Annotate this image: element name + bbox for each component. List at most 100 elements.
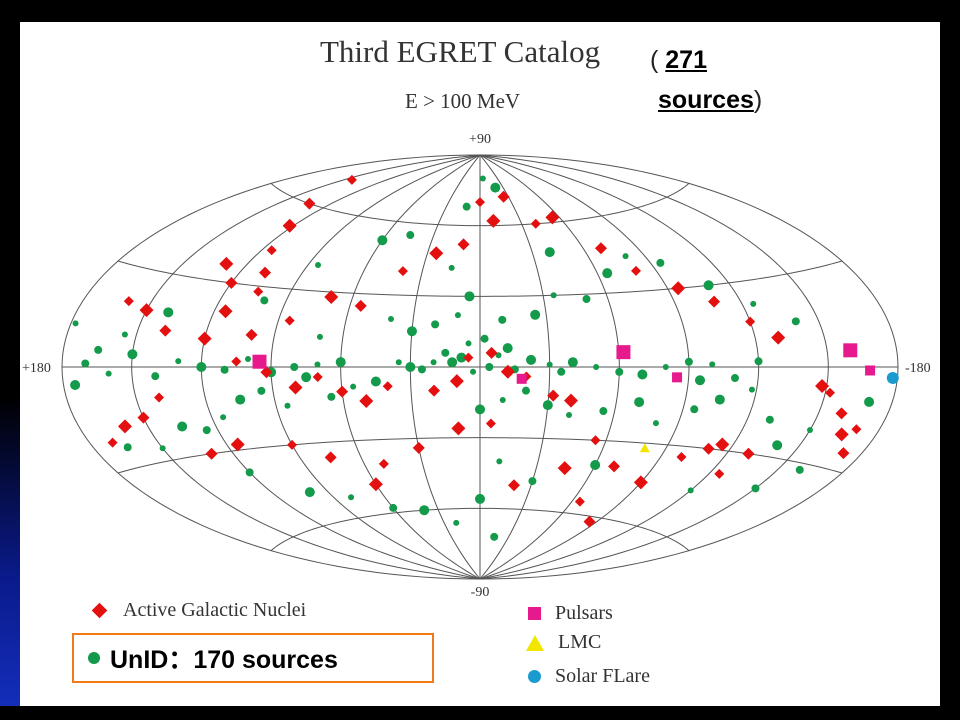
unid-point bbox=[656, 258, 665, 267]
agn-point bbox=[547, 389, 560, 402]
unid-point bbox=[593, 364, 600, 370]
agn-point bbox=[218, 304, 233, 319]
agn-point bbox=[382, 381, 393, 392]
agn-point bbox=[449, 374, 464, 389]
unid-point bbox=[387, 315, 394, 322]
unid-point bbox=[662, 364, 669, 370]
unid-point bbox=[750, 300, 757, 307]
lmc-point bbox=[639, 443, 650, 453]
legend-solar: Solar FLare bbox=[528, 665, 650, 688]
unid-point bbox=[245, 468, 254, 477]
unid-point bbox=[389, 503, 398, 512]
unid-point bbox=[499, 397, 506, 404]
unid-point bbox=[72, 320, 79, 327]
unid-point bbox=[521, 386, 530, 395]
agn-point bbox=[500, 364, 515, 379]
agn-point bbox=[530, 218, 541, 229]
unid-point bbox=[542, 400, 553, 411]
unid-point bbox=[301, 372, 312, 383]
agn-point bbox=[485, 346, 498, 359]
agn-point bbox=[815, 378, 830, 393]
triangle-icon bbox=[526, 634, 544, 651]
agn-point bbox=[117, 419, 132, 434]
unid-point bbox=[754, 357, 763, 366]
unid-point bbox=[602, 268, 613, 279]
unid-point bbox=[105, 370, 112, 377]
agn-point bbox=[851, 424, 862, 435]
unid-point bbox=[694, 375, 705, 386]
unid-point bbox=[245, 355, 252, 362]
unid-point bbox=[121, 331, 128, 338]
frame-bottom bbox=[0, 706, 960, 720]
agn-point bbox=[230, 437, 245, 452]
agn-point bbox=[631, 265, 642, 276]
agn-point bbox=[312, 372, 323, 383]
agn-point bbox=[633, 475, 648, 490]
unid-point bbox=[314, 361, 321, 368]
agn-point bbox=[107, 437, 118, 448]
agn-point bbox=[139, 303, 154, 318]
unid-point bbox=[502, 343, 513, 354]
count-word: sources bbox=[658, 86, 754, 114]
unid-point bbox=[599, 407, 608, 416]
pulsar-point bbox=[516, 373, 527, 384]
unid-point bbox=[590, 460, 601, 471]
source-markers bbox=[70, 174, 899, 541]
legend-pulsars: Pulsars bbox=[528, 602, 613, 625]
unid-point bbox=[496, 458, 503, 465]
axis-label-right: -180 bbox=[905, 361, 931, 376]
unid-point bbox=[795, 465, 804, 474]
unid-point bbox=[327, 392, 336, 401]
pulsar-point bbox=[252, 354, 267, 369]
legend-pulsars-label: Pulsars bbox=[555, 602, 613, 624]
unid-point bbox=[430, 359, 437, 366]
unid-point bbox=[348, 494, 355, 501]
unid-point bbox=[772, 440, 783, 451]
unid-point bbox=[751, 484, 760, 493]
unid-point bbox=[566, 412, 573, 419]
unid-point bbox=[159, 445, 166, 452]
unid-point bbox=[220, 365, 229, 374]
unid-point bbox=[127, 349, 138, 360]
unid-point bbox=[377, 235, 388, 246]
agn-point bbox=[583, 515, 596, 528]
unid-point bbox=[709, 361, 716, 368]
agn-point bbox=[359, 394, 374, 409]
frame-top bbox=[0, 0, 960, 22]
agn-point bbox=[205, 447, 218, 460]
agn-point bbox=[557, 461, 572, 476]
unid-point bbox=[687, 487, 694, 494]
unid-point bbox=[284, 402, 291, 409]
agn-point bbox=[282, 218, 297, 233]
unid-point bbox=[550, 292, 557, 299]
slide: Third EGRET Catalog E > 100 MeV ( 271 so… bbox=[20, 22, 940, 706]
unid-point bbox=[70, 379, 81, 390]
coordinate-grid bbox=[61, 154, 899, 580]
unid-point bbox=[637, 369, 648, 380]
legend-lmc-label: LMC bbox=[558, 631, 602, 653]
count-number: 271 bbox=[665, 46, 707, 74]
agn-point bbox=[219, 256, 234, 271]
agn-point bbox=[197, 331, 212, 346]
agn-point bbox=[702, 442, 715, 455]
unid-point bbox=[765, 415, 774, 424]
agn-point bbox=[154, 392, 165, 403]
unid-point bbox=[177, 421, 188, 432]
agn-point bbox=[253, 286, 264, 297]
unid-point bbox=[220, 414, 227, 421]
agn-point bbox=[266, 245, 277, 256]
unid-point bbox=[479, 175, 486, 182]
unid-point bbox=[431, 320, 440, 329]
unid-point bbox=[462, 202, 471, 211]
unid-point bbox=[530, 309, 541, 320]
frame-left bbox=[0, 0, 20, 720]
unid-point bbox=[260, 296, 269, 305]
unid-point bbox=[634, 397, 645, 408]
unid-point bbox=[748, 386, 755, 393]
agn-point bbox=[225, 276, 238, 289]
unid-point bbox=[714, 394, 725, 405]
unid-point bbox=[526, 354, 537, 365]
agn-point bbox=[545, 210, 560, 225]
agn-point bbox=[590, 435, 601, 446]
agn-point bbox=[742, 447, 755, 460]
